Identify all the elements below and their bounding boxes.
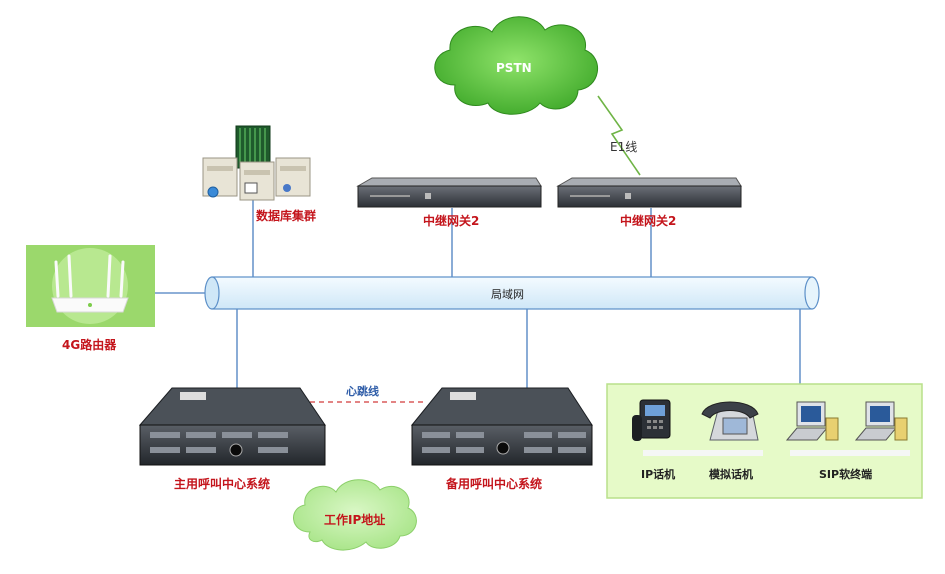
work-ip-cloud-icon	[293, 479, 417, 551]
heartbeat-label: 心跳线	[346, 385, 379, 398]
work-ip-label: 工作IP地址	[324, 513, 386, 527]
e1-link-line	[597, 95, 641, 176]
sip-softphone-2-icon	[854, 401, 908, 441]
lan-label: 局域网	[491, 288, 524, 301]
trunk-gateway-2-label: 中继网关2	[620, 214, 677, 228]
primary-server-label: 主用呼叫中心系统	[174, 477, 271, 491]
trunk-gateway-1-label: 中继网关2	[423, 214, 480, 228]
analog-phone-icon	[701, 401, 759, 441]
pstn-label: PSTN	[496, 61, 532, 75]
backup-server-label: 备用呼叫中心系统	[446, 477, 543, 491]
router-4g-icon	[26, 245, 155, 327]
lan-tube	[204, 276, 820, 310]
db-cluster-label: 数据库集群	[256, 209, 317, 223]
sip-softphone-label: SIP软终端	[819, 468, 873, 481]
trunk-gateway-2-icon	[556, 177, 742, 208]
backup-server-icon	[410, 387, 593, 466]
lan-drop-lines	[155, 200, 801, 394]
ip-phone-label: IP话机	[641, 468, 676, 481]
pstn-cloud-icon	[434, 16, 599, 115]
trunk-gateway-1-icon	[356, 177, 542, 208]
database-cluster-icon	[202, 125, 311, 201]
sip-softphone-1-icon	[785, 401, 839, 441]
ip-phone-icon	[632, 399, 671, 441]
primary-server-icon	[138, 387, 326, 466]
analog-phone-label: 模拟话机	[709, 468, 753, 481]
router-4g-label: 4G路由器	[62, 338, 117, 352]
e1-link-label: E1线	[610, 140, 638, 154]
